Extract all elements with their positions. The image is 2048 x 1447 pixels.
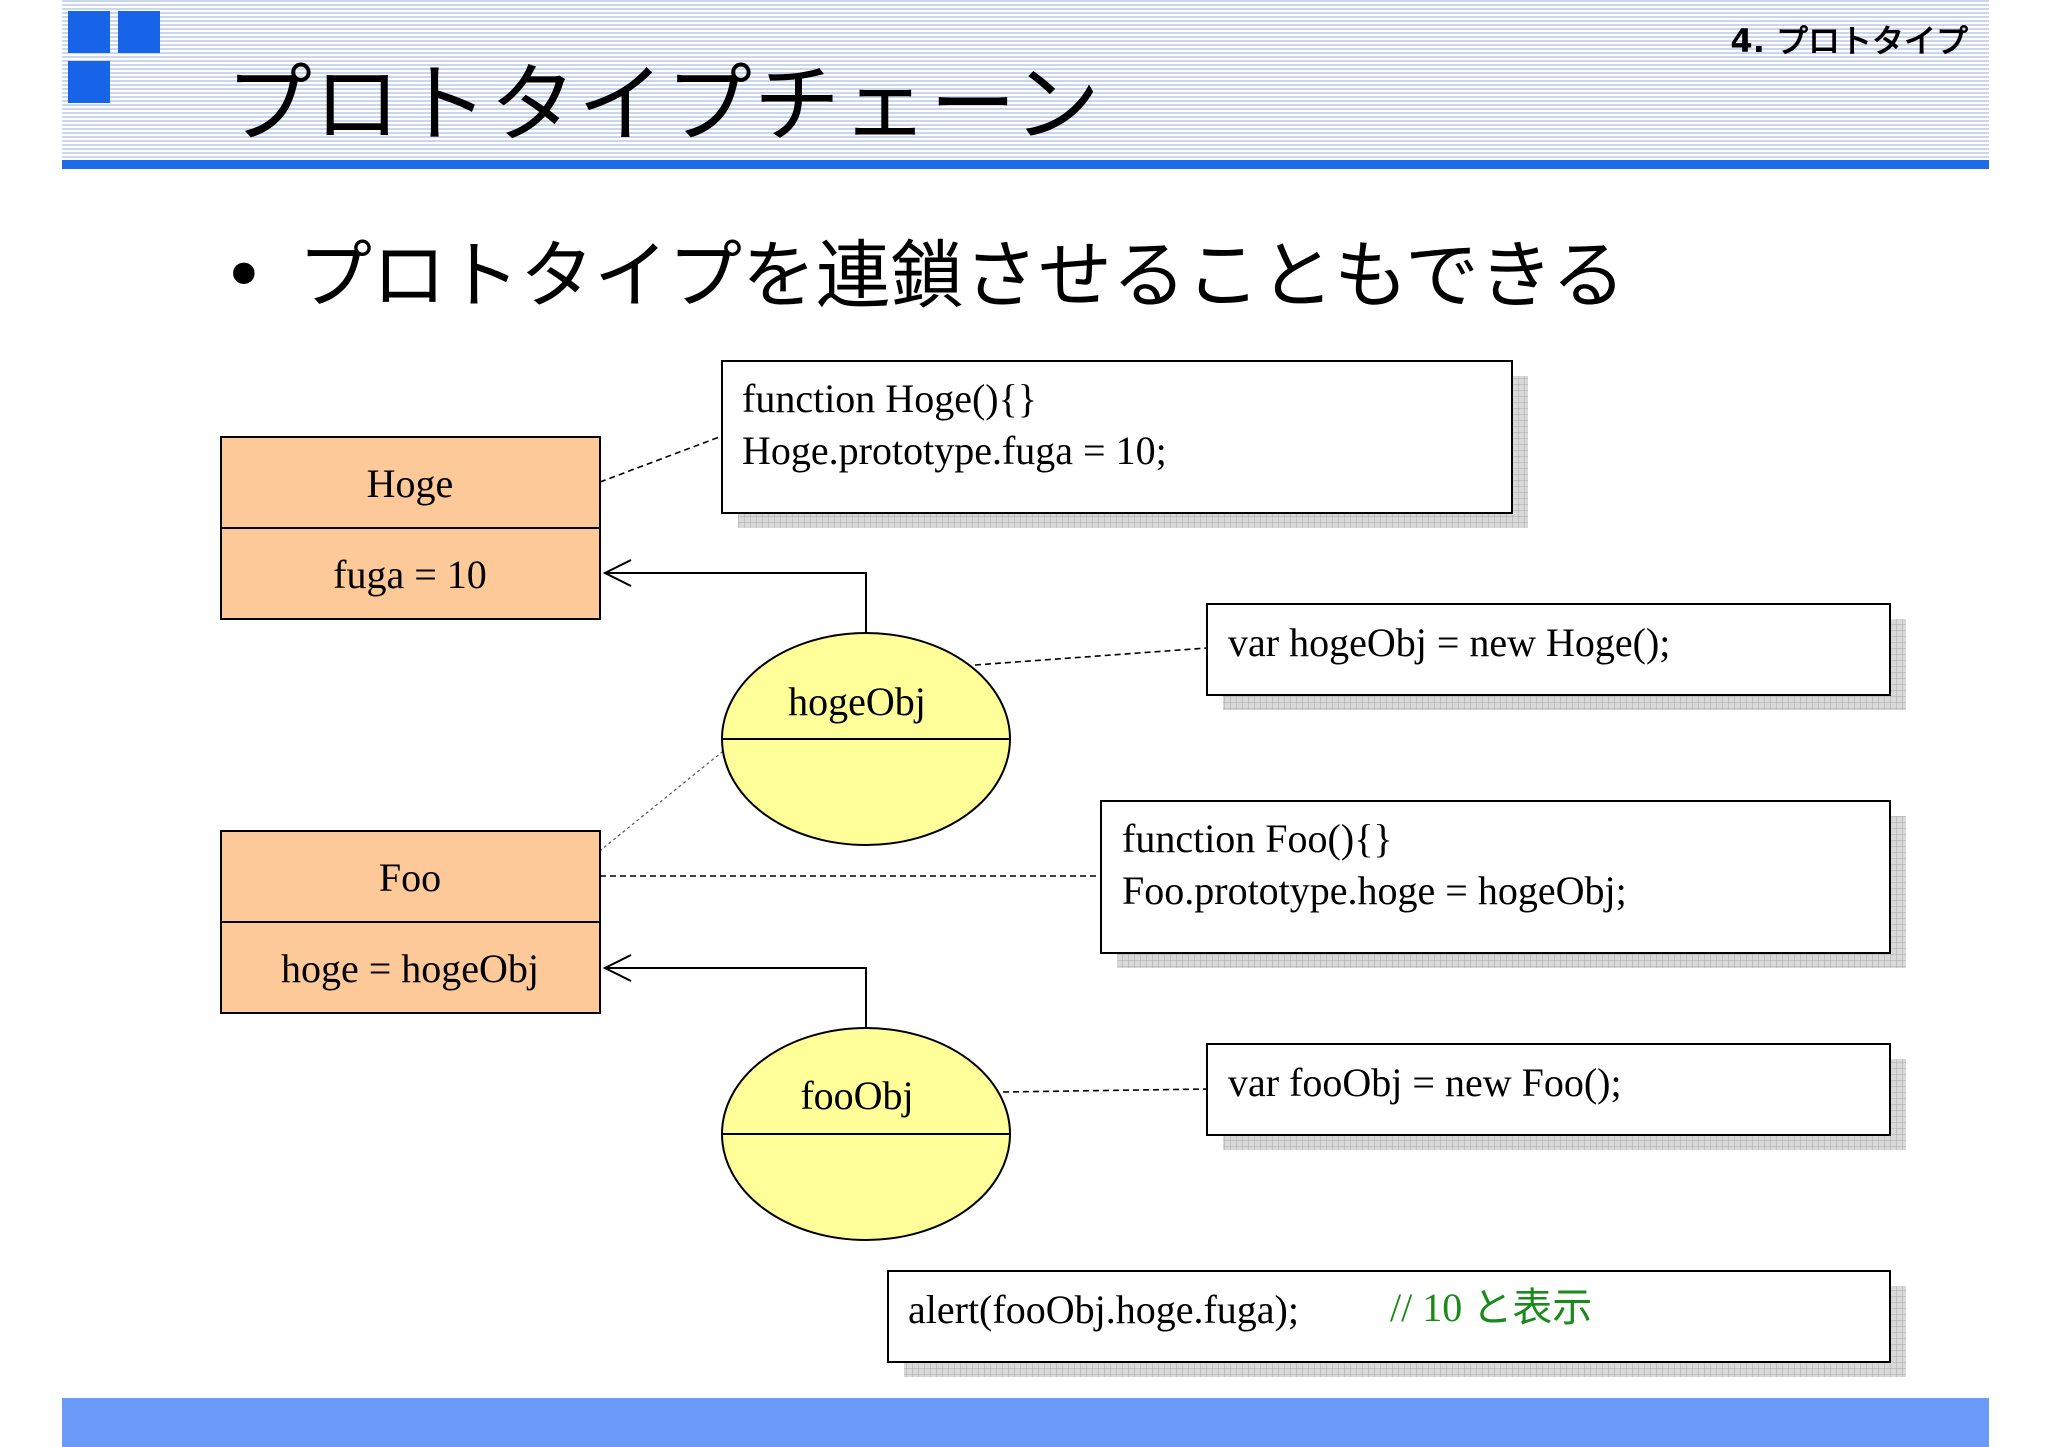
alert-comment: // 10 と表示 xyxy=(1390,1285,1592,1330)
object-fooobj: fooObj xyxy=(721,1027,1011,1241)
page-title: プロトタイプチェーン xyxy=(226,55,1102,155)
code-note-hoge-definition: function Hoge(){} Hoge.prototype.fuga = … xyxy=(721,360,1528,528)
note-line: var hogeObj = new Hoge(); xyxy=(1228,620,1670,665)
class-name: Hoge xyxy=(367,461,454,506)
alert-code: alert(fooObj.hoge.fuga); xyxy=(908,1287,1299,1332)
note-box xyxy=(1206,1043,1891,1136)
class-box-hoge: Hoge fuga = 10 xyxy=(220,436,601,620)
proto-arrowhead-foo xyxy=(602,954,632,982)
class-body xyxy=(220,527,601,620)
section-label: 4. プロトタイプ xyxy=(1730,22,1968,60)
object-name: fooObj xyxy=(800,1073,913,1118)
logo-square xyxy=(68,61,110,103)
note-line: var fooObj = new Foo(); xyxy=(1228,1060,1622,1105)
class-body xyxy=(220,921,601,1014)
bullet-point: • プロトタイプを連鎖させることもできる xyxy=(222,216,1626,323)
code-note-fooobj: var fooObj = new Foo(); xyxy=(1206,1043,1906,1150)
logo-square xyxy=(118,11,160,53)
note-line: function Hoge(){} xyxy=(742,376,1037,421)
proto-arrowhead-hoge xyxy=(602,559,632,587)
note-link-hoge xyxy=(599,435,723,483)
object-hogeobj: hogeObj xyxy=(721,632,1011,846)
code-note-hogeobj: var hogeObj = new Hoge(); xyxy=(1206,603,1906,710)
note-box xyxy=(1206,603,1891,696)
class-header xyxy=(220,830,601,923)
footer-band xyxy=(62,1398,1989,1447)
header-rule xyxy=(62,160,1989,169)
note-link-hogeobj xyxy=(974,647,1208,666)
note-box xyxy=(887,1270,1891,1363)
note-box xyxy=(721,360,1513,514)
note-line: Foo.prototype.hoge = hogeObj; xyxy=(1122,868,1627,913)
note-link-fooobj xyxy=(1002,1088,1208,1093)
note-line: Hoge.prototype.fuga = 10; xyxy=(742,428,1167,473)
bullet-text: プロトタイプを連鎖させることもできる xyxy=(298,233,1626,319)
class-member: hoge = hogeObj xyxy=(281,946,539,991)
class-box-foo: Foo hoge = hogeObj xyxy=(220,830,601,1014)
code-note-foo-definition: function Foo(){} Foo.prototype.hoge = ho… xyxy=(1100,800,1906,968)
note-line: function Foo(){} xyxy=(1122,816,1393,861)
object-name: hogeObj xyxy=(788,679,926,724)
class-name: Foo xyxy=(379,855,441,900)
class-header xyxy=(220,436,601,529)
class-member: fuga = 10 xyxy=(333,552,487,597)
bullet-marker: • xyxy=(222,233,266,319)
code-note-alert: alert(fooObj.hoge.fuga); // 10 と表示 xyxy=(887,1270,1906,1377)
logo-square xyxy=(68,11,110,53)
header-band xyxy=(62,0,1989,160)
proto-link-hogeobj xyxy=(605,572,867,633)
proto-link-fooobj xyxy=(605,967,867,1028)
note-box xyxy=(1100,800,1891,954)
